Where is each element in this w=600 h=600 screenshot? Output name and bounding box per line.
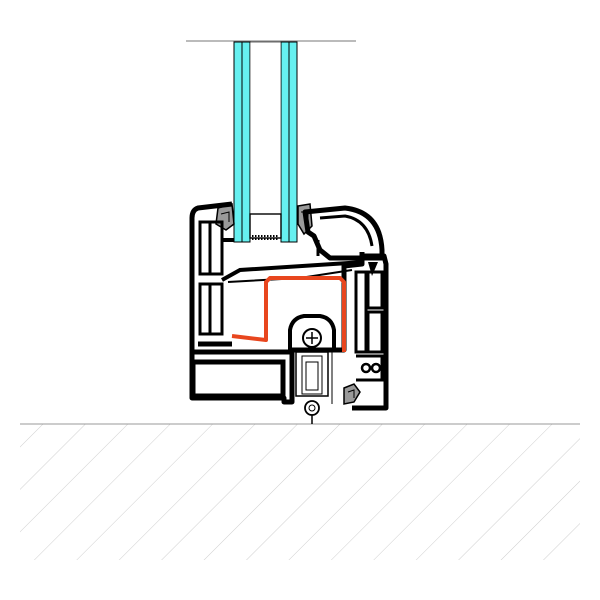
frame-profile-right [352, 253, 389, 411]
frame-seal [343, 383, 361, 405]
double-glazing-unit [233, 41, 298, 243]
glazing-bead [302, 205, 385, 261]
hardware-rail [288, 314, 336, 424]
steel-reinforcement [231, 276, 346, 352]
spacer-bar [249, 213, 282, 240]
wall-sill [20, 423, 580, 560]
